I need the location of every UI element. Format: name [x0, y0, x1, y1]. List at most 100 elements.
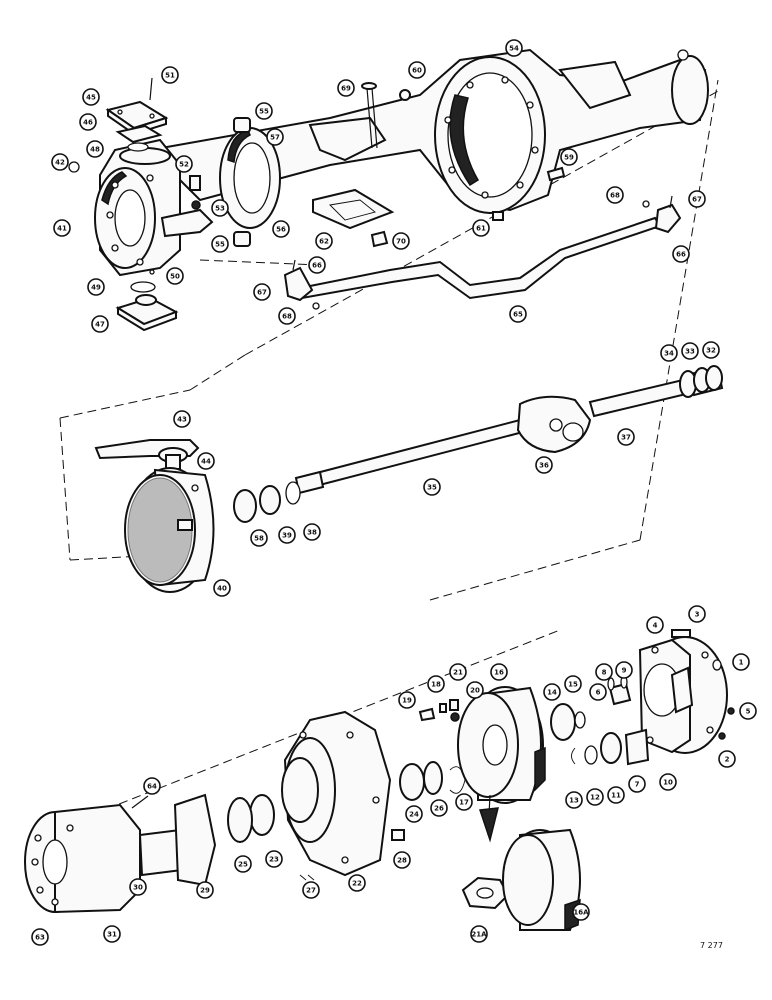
ring-15 [574, 711, 586, 729]
callout-circle [392, 232, 410, 250]
callout-circle [278, 307, 296, 325]
planet-carrier-10 [638, 636, 728, 754]
callout-label: 43 [177, 416, 187, 424]
callout-label: 63 [35, 934, 45, 942]
callout-circle [470, 925, 488, 943]
callout-circle [175, 155, 193, 173]
callout-label: 14 [547, 689, 557, 697]
callout-circle [51, 153, 69, 171]
callout-circle [505, 39, 523, 57]
callout-label: 68 [282, 313, 292, 321]
callout-label: 37 [621, 434, 631, 442]
callout-circle [211, 235, 229, 253]
callout-66a: 66 [672, 245, 690, 263]
part-18 [439, 703, 447, 713]
callout-label: 66 [312, 262, 322, 270]
callout-circle [337, 79, 355, 97]
callout-circle [466, 681, 484, 699]
callout-circle [718, 750, 736, 768]
axle-housing [147, 48, 709, 214]
callout-circle [161, 66, 179, 84]
callout-circle [702, 341, 720, 359]
callout-circle [423, 478, 441, 496]
plug-5 [727, 707, 735, 715]
bolt-3 [671, 629, 691, 638]
callout-59: 59 [560, 148, 578, 166]
callout-28: 28 [393, 851, 411, 869]
figure-code: 7 277 [700, 941, 723, 950]
gear-14 [550, 703, 576, 741]
ring-13 [571, 747, 576, 765]
callout-circle [265, 850, 283, 868]
callout-circle [278, 526, 296, 544]
callout-label: 56 [276, 226, 286, 234]
bolt-52 [189, 175, 201, 191]
callout-label: 11 [611, 792, 621, 800]
callout-10: 10 [659, 773, 677, 791]
callout-label: 47 [95, 321, 105, 329]
bolt-64 [131, 795, 149, 809]
callout-circle [303, 523, 321, 541]
callout-circle [129, 878, 147, 896]
callout-9: 9 [615, 661, 633, 679]
callout-circle [266, 128, 284, 146]
callout-64: 64 [143, 777, 161, 795]
callout-label: 52 [179, 161, 189, 169]
callout-5: 5 [739, 702, 757, 720]
callout-label: 17 [459, 799, 469, 807]
callout-label: 34 [664, 350, 674, 358]
callout-circle [595, 663, 613, 681]
callout-circle [617, 428, 635, 446]
nut-28 [391, 829, 405, 841]
callout-label: 12 [590, 794, 600, 802]
callout-label: 54 [509, 45, 519, 53]
callout-label: 2 [725, 756, 730, 764]
snap-ring-17 [449, 766, 466, 794]
callout-label: 42 [55, 159, 65, 167]
callout-25: 25 [234, 855, 252, 873]
callout-circle [672, 245, 690, 263]
callout-circle [86, 140, 104, 158]
wheel-hub-22 [281, 710, 392, 877]
plug-1 [712, 659, 722, 671]
callout-21A: 21A [470, 925, 488, 943]
callout-label: 6 [596, 689, 601, 697]
callout-circle [564, 675, 582, 693]
part-27 [299, 874, 315, 881]
callout-60: 60 [408, 61, 426, 79]
callout-67a: 67 [688, 190, 706, 208]
spindle-housing-40 [124, 467, 215, 593]
callout-36: 36 [535, 456, 553, 474]
callout-label: 18 [431, 681, 441, 689]
knuckle-bearing-57 [219, 117, 281, 247]
callout-label: 1 [739, 659, 744, 667]
callout-circle [589, 683, 607, 701]
callout-31: 31 [103, 925, 121, 943]
callout-label: 49 [91, 284, 101, 292]
callout-circle [659, 773, 677, 791]
pin-6 [608, 682, 632, 706]
callout-label: 31 [107, 931, 117, 939]
callout-12: 12 [586, 788, 604, 806]
callout-label: 5 [746, 708, 751, 716]
bearing-cup-24 [399, 763, 425, 801]
callout-label: 45 [86, 94, 96, 102]
callout-21: 21 [449, 663, 467, 681]
callout-55a: 55 [255, 102, 273, 120]
callout-label: 16 [494, 669, 504, 677]
callout-23: 23 [265, 850, 283, 868]
callout-label: 32 [706, 347, 716, 355]
callout-label: 53 [215, 205, 225, 213]
callout-45: 45 [82, 88, 100, 106]
callout-label: 55 [259, 108, 269, 116]
callout-circle [490, 663, 508, 681]
callout-52: 52 [175, 155, 193, 173]
callout-circle [455, 793, 473, 811]
callout-41: 41 [53, 219, 71, 237]
callout-circle [681, 342, 699, 360]
callout-68a: 68 [606, 186, 624, 204]
callout-circle [560, 148, 578, 166]
callout-38: 38 [303, 523, 321, 541]
stud-59 [546, 166, 566, 182]
callout-circle [31, 928, 49, 946]
